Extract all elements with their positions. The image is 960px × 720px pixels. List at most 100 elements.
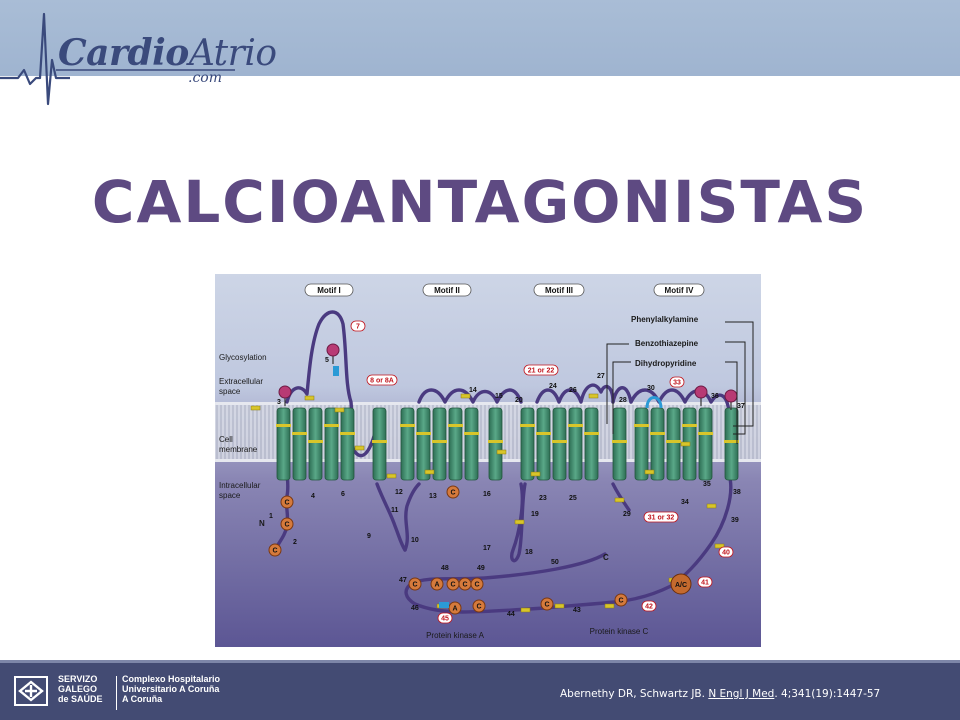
site-letter: C xyxy=(450,582,455,589)
helix-residue-mark xyxy=(464,432,479,435)
motif-ii-pill xyxy=(422,283,472,297)
binding-residue-mark xyxy=(530,471,541,477)
phosphorylation-site-c xyxy=(446,485,460,499)
residue-number-20: 20 xyxy=(515,397,523,404)
residue-number-48: 48 xyxy=(441,565,449,572)
label-45 xyxy=(437,612,453,624)
transmembrane-helix xyxy=(536,407,551,481)
helix-residue-mark xyxy=(612,440,627,443)
helix-residue-mark xyxy=(448,424,463,427)
helix-residue-mark xyxy=(724,440,739,443)
linker-i-ii xyxy=(375,482,407,552)
site-letter: C xyxy=(284,500,289,507)
label-40 xyxy=(718,546,734,558)
glycosylation-label: Glycosylation xyxy=(219,353,267,362)
residue-number-3: 3 xyxy=(277,399,281,406)
sergas-cross-icon xyxy=(14,676,48,706)
helix-residue-mark xyxy=(292,432,307,435)
helix-residue-mark xyxy=(520,424,535,427)
residue-number-43: 43 xyxy=(573,607,581,614)
motif-ii-loops xyxy=(417,388,523,404)
label-21-or-22 xyxy=(523,364,559,376)
hospital-name: Complexo Hospitalario Universitario A Co… xyxy=(122,674,220,704)
citation-reference: . 4;341(19):1447-57 xyxy=(774,688,881,700)
label-41-text: 41 xyxy=(701,580,709,587)
transmembrane-helix xyxy=(568,407,583,481)
transmembrane-helix xyxy=(464,407,479,481)
motif-iv-start xyxy=(611,386,633,404)
residue-number-23: 23 xyxy=(539,495,547,502)
phosphorylation-site-c xyxy=(614,593,628,607)
residue-number-18: 18 xyxy=(525,549,533,556)
phosphorylation-site-c xyxy=(280,495,294,509)
label-7 xyxy=(350,320,366,332)
residue-number-1: 1 xyxy=(269,513,273,520)
citation-authors: Abernethy DR, Schwartz JB. xyxy=(560,688,709,700)
motif-i-loops xyxy=(285,310,379,458)
label-40-text: 40 xyxy=(722,550,730,557)
helix-residue-mark xyxy=(634,424,649,427)
slide-title: CALCIOANTAGONISTAS xyxy=(91,168,869,236)
ecg-trace-icon xyxy=(0,12,235,106)
label-7-text: 7 xyxy=(356,324,360,331)
transmembrane-helix xyxy=(432,407,447,481)
phosphorylation-site-c xyxy=(470,577,484,591)
site-letter: C xyxy=(462,582,467,589)
sergas-chuac-logo[interactable]: SERVIZO GALEGO de SAÚDE Complexo Hospita… xyxy=(14,674,234,714)
transmembrane-helix xyxy=(650,407,665,481)
binding-residue-mark xyxy=(554,603,565,609)
binding-residue-mark xyxy=(460,393,471,399)
residue-number-11: 11 xyxy=(391,507,399,514)
residue-number-25: 25 xyxy=(569,495,577,502)
drug-phenylalkylamine-label: Phenylalkylamine xyxy=(631,315,699,324)
phosphorylation-site-c xyxy=(268,543,282,557)
helix-residue-mark xyxy=(432,440,447,443)
citation-journal-link[interactable]: N Engl J Med xyxy=(708,688,775,700)
helix-residue-mark xyxy=(536,432,551,435)
membrane-label: Cell xyxy=(219,435,233,444)
residue-number-29: 29 xyxy=(623,511,631,518)
footer-logo-divider xyxy=(116,676,117,710)
binding-residue-mark xyxy=(386,473,397,479)
helix-residue-mark xyxy=(276,424,291,427)
n-terminus-chain xyxy=(273,468,290,552)
site-letter: A/C xyxy=(675,582,687,589)
site-letter: C xyxy=(284,522,289,529)
residue-number-14: 14 xyxy=(469,387,477,394)
binding-residue-mark xyxy=(304,395,315,401)
residue-number-46: 46 xyxy=(411,605,419,612)
residue-number-36: 36 xyxy=(711,393,719,400)
label-8-or-8a-text: 8 or 8A xyxy=(370,378,394,385)
helix-residue-mark xyxy=(568,424,583,427)
drug-dihydropyridine-label: Dihydropyridine xyxy=(635,359,697,368)
binding-residue-mark xyxy=(706,503,717,509)
linker-i-ii-b xyxy=(403,482,421,552)
residue-number-9: 9 xyxy=(367,533,371,540)
residue-number-49: 49 xyxy=(477,565,485,572)
binding-residue-mark xyxy=(520,607,531,613)
helix-residue-mark xyxy=(308,440,323,443)
motif-iii-pill-label: Motif III xyxy=(545,286,573,295)
extracellular-label-2: space xyxy=(219,387,241,396)
intracellular-label-2: space xyxy=(219,491,241,500)
blue-site-7 xyxy=(333,366,339,376)
residue-number-34: 34 xyxy=(681,499,689,506)
transmembrane-helix xyxy=(308,407,323,481)
transmembrane-helix xyxy=(724,407,739,481)
residue-number-13: 13 xyxy=(429,493,437,500)
transmembrane-helix xyxy=(448,407,463,481)
label-45-text: 45 xyxy=(441,616,449,623)
residue-number-50: 50 xyxy=(551,559,559,566)
transmembrane-helix xyxy=(520,407,535,481)
sergas-line2: GALEGO xyxy=(58,684,98,694)
cardioatrio-logo[interactable]: CardioAtrio .com xyxy=(0,0,277,110)
binding-residue-mark xyxy=(496,449,507,455)
helix-residue-mark xyxy=(650,432,665,435)
helix-residue-mark xyxy=(552,440,567,443)
residue-number-17: 17 xyxy=(483,545,491,552)
transmembrane-helix xyxy=(666,407,681,481)
binding-residue-mark xyxy=(614,497,625,503)
footer-band xyxy=(0,660,960,720)
transmembrane-helix xyxy=(324,407,339,481)
transmembrane-helix xyxy=(612,407,627,481)
